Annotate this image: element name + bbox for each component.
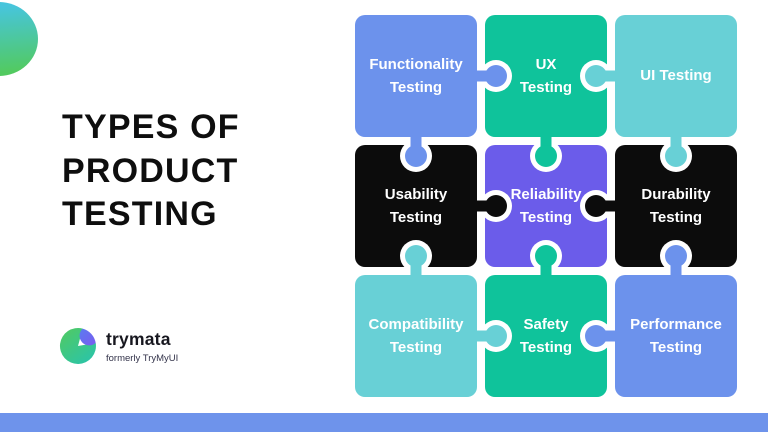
puzzle-piece-label-performance-testing: Performance Testing — [630, 315, 722, 356]
puzzle-piece-ui-testing — [615, 15, 737, 137]
puzzle-pieces-svg — [355, 15, 737, 397]
decor-gradient-ball — [0, 2, 38, 76]
puzzle-labels: Functionality Testing UX Testing UI Testin… — [355, 15, 737, 397]
trymata-logo-icon — [59, 327, 96, 364]
puzzle-piece-label-ui-testing: UI Testing — [640, 67, 712, 85]
puzzle-piece-durability-testing — [615, 145, 737, 267]
puzzle-piece-label-safety-testing: Safety Testing — [519, 315, 573, 356]
puzzle-piece-performance-testing — [615, 275, 737, 397]
page-title: TYPES OF PRODUCT TESTING — [62, 108, 240, 234]
puzzle-piece-label-functionality-testing: Functionality Testing — [369, 55, 463, 96]
puzzle-piece-compatibility-testing — [355, 275, 477, 397]
bottom-accent-bar — [0, 413, 768, 432]
puzzle-piece-reliability-testing — [485, 145, 607, 267]
puzzle-piece-label-durability-testing: Durability Testing — [641, 185, 711, 226]
puzzle-grid: Functionality Testing UX Testing UI Testin… — [355, 15, 737, 397]
puzzle-piece-label-ux-testing: UX Testing — [519, 55, 573, 96]
brand-name: trymata — [106, 328, 171, 349]
brand-tagline: formerly TryMyUI — [106, 352, 179, 364]
brand-logo: trymata formerly TryMyUI — [59, 327, 178, 365]
puzzle-piece-label-usability-testing: Usability Testing — [384, 185, 448, 226]
puzzle-piece-ux-testing — [485, 15, 607, 137]
puzzle-piece-label-compatibility-testing: Compatibility Testing — [368, 315, 464, 356]
puzzle-piece-functionality-testing — [355, 15, 477, 137]
puzzle-piece-safety-testing — [485, 275, 607, 397]
puzzle-piece-usability-testing — [355, 145, 477, 267]
puzzle-piece-label-reliability-testing: Reliability Testing — [510, 185, 582, 226]
